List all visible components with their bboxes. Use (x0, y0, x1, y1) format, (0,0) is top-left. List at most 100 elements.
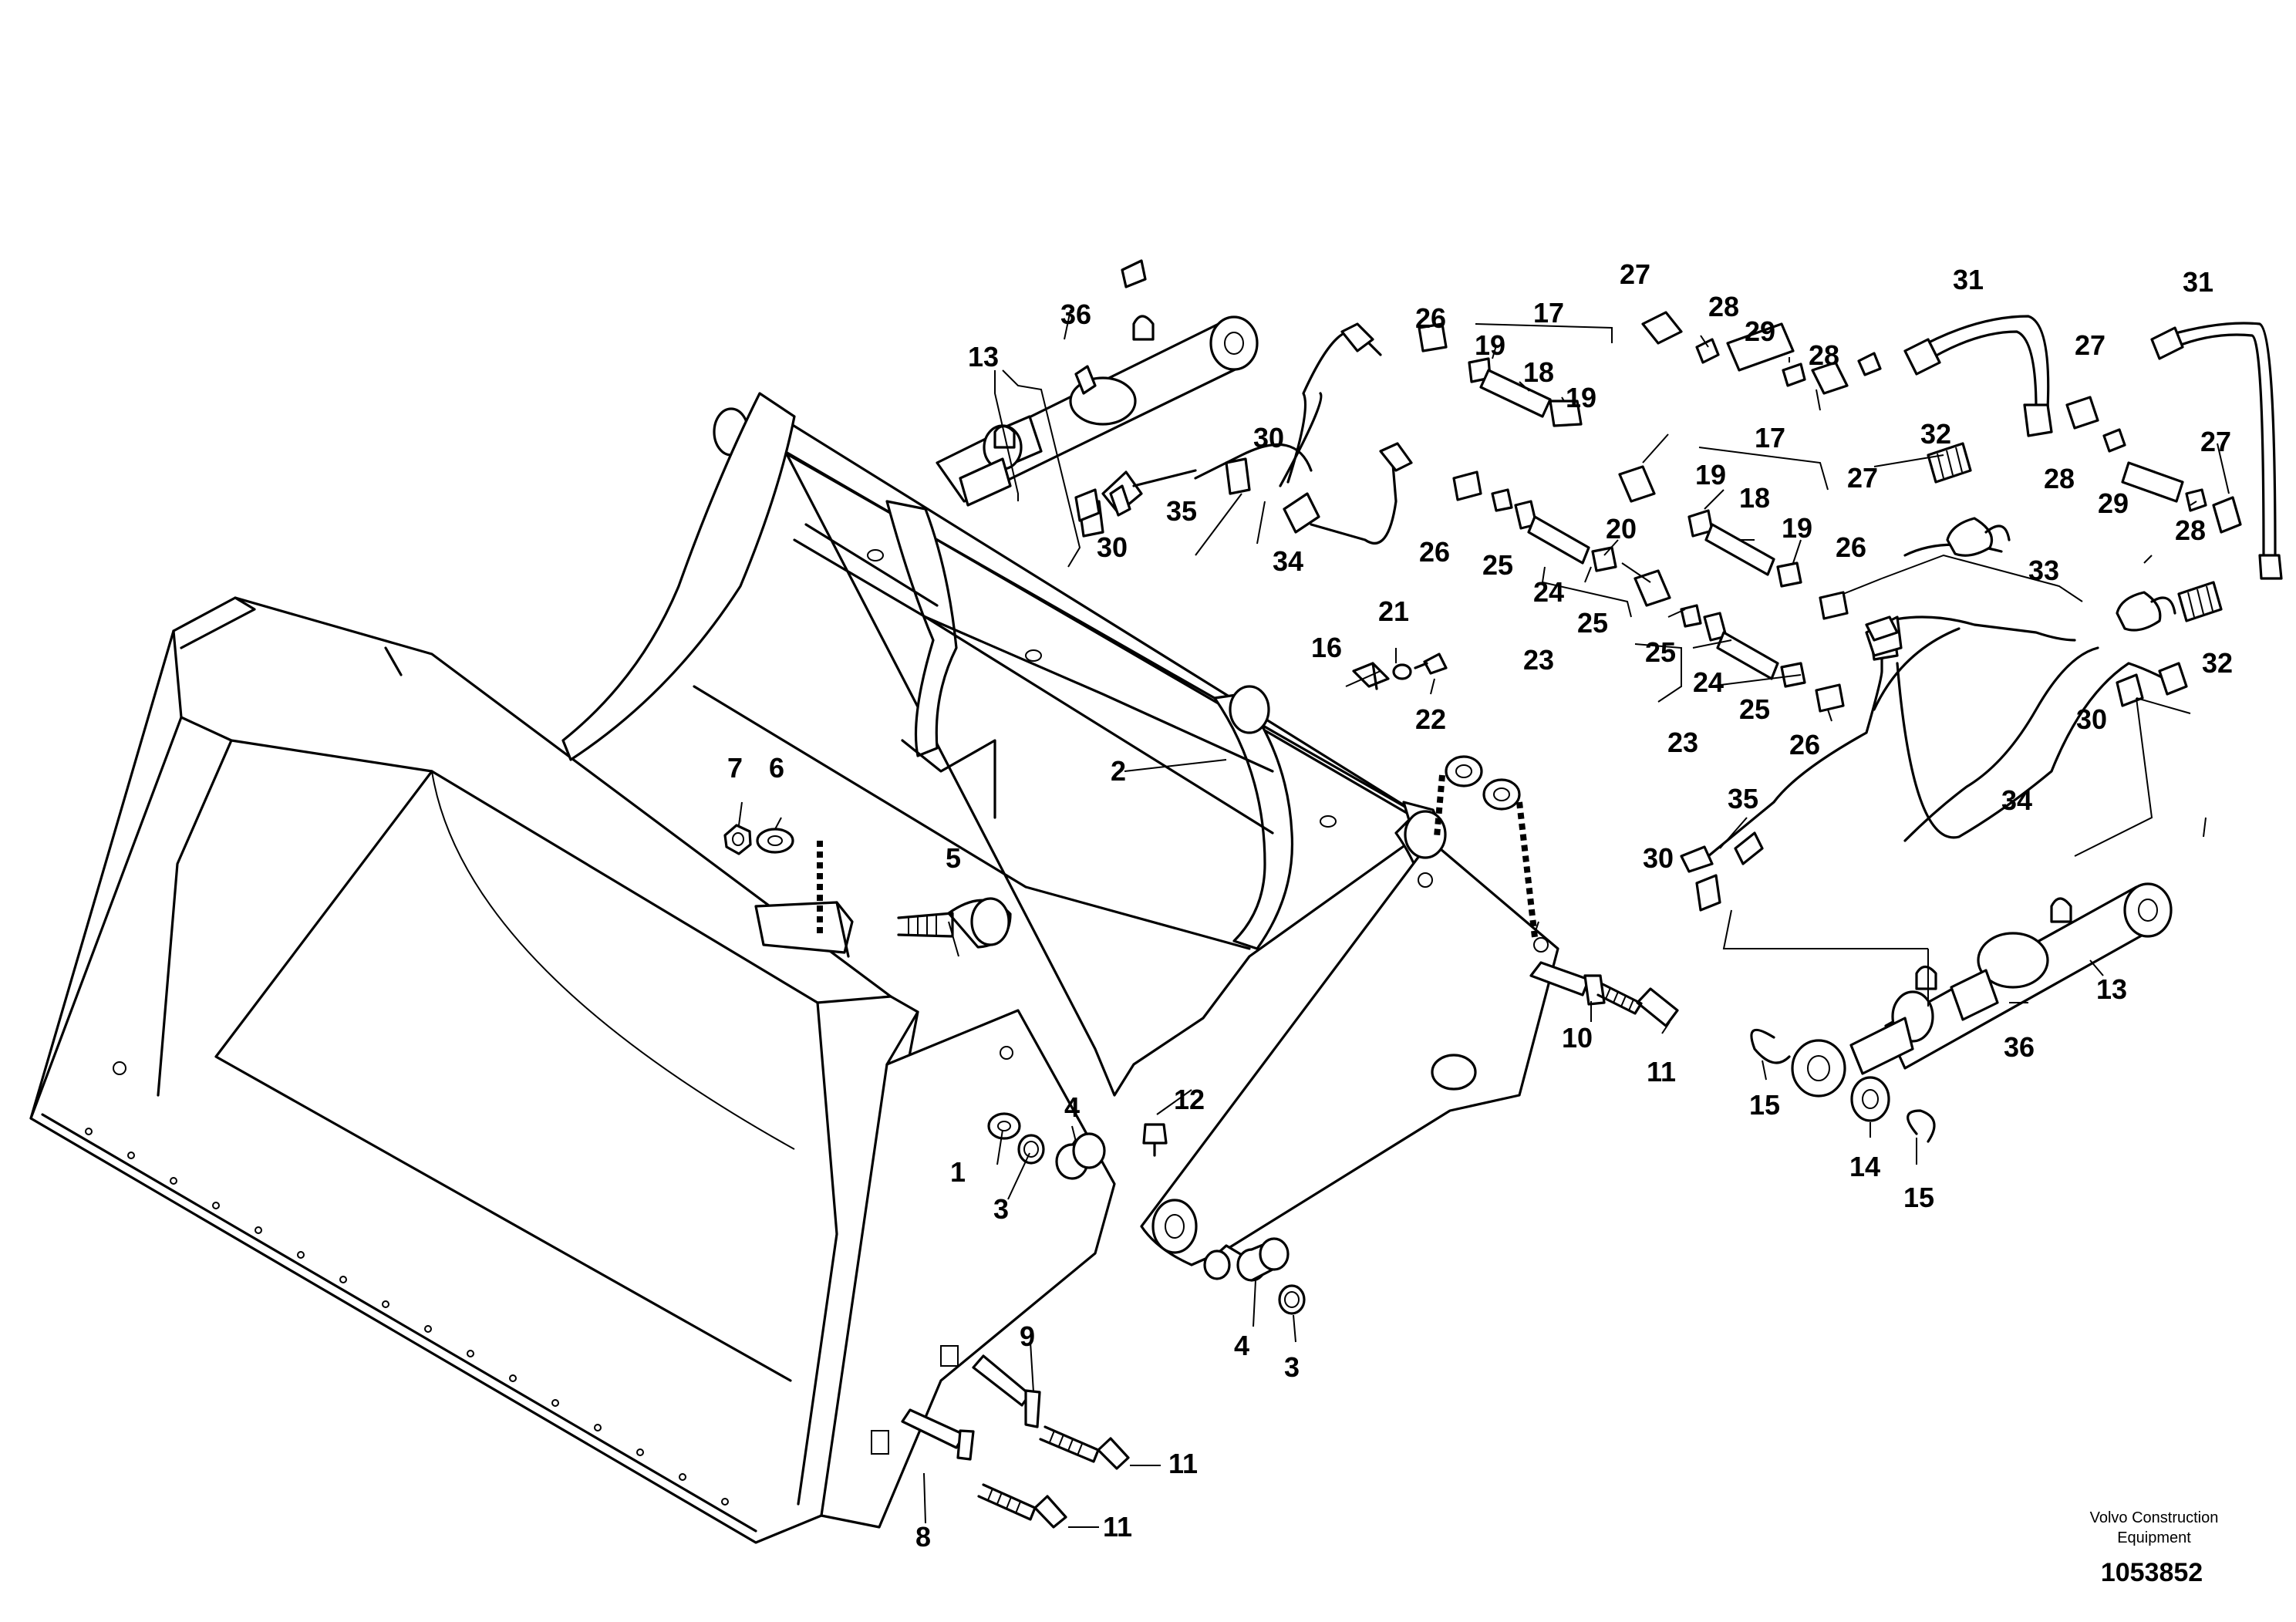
callout-28d: 28 (2175, 514, 2206, 546)
elbow-27a (1641, 311, 1683, 345)
elbow-27b (1811, 361, 1849, 395)
callout-24a: 24 (1533, 576, 1564, 608)
callout-21: 21 (1378, 595, 1409, 627)
cutting-edge-bolts (85, 1128, 729, 1506)
fitting-29b (2121, 461, 2184, 503)
callout-3b: 3 (1284, 1351, 1300, 1383)
callout-28c: 28 (2044, 463, 2075, 494)
callout-4a: 4 (1064, 1091, 1080, 1123)
cylinder-right (1750, 882, 2173, 1143)
cap-33b (2116, 591, 2176, 632)
callout-19a: 19 (1475, 329, 1505, 361)
cap-33a (1946, 517, 2011, 557)
coupling-32b (2177, 581, 2223, 622)
callout-3a: 3 (993, 1193, 1009, 1225)
bolt-11b (1039, 1425, 1130, 1470)
adapter-26b (1452, 470, 1482, 501)
elbow-30a (1074, 488, 1101, 522)
callout-30d: 30 (2076, 703, 2107, 735)
callout-12: 12 (1174, 1084, 1205, 1115)
callout-11a: 11 (1647, 1056, 1676, 1088)
tube-24b (1716, 631, 1779, 680)
adapter-19d (1776, 561, 1802, 588)
callout-18b: 18 (1739, 482, 1770, 514)
bushing-4b (1203, 1244, 1247, 1280)
tube-18a (1479, 369, 1552, 418)
callout-19b: 19 (1566, 382, 1596, 413)
callout-labels: 1 2 3 3 4 4 5 6 7 8 9 10 11 11 11 12 13 … (727, 258, 2233, 1553)
callout-22: 22 (1415, 703, 1446, 735)
callout-35b: 35 (1728, 783, 1758, 814)
fitting-29a (1726, 322, 1795, 372)
callout-13a: 13 (968, 341, 999, 373)
hoses (1078, 315, 2283, 873)
nut-7 (723, 824, 752, 855)
callout-33: 33 (2028, 555, 2059, 586)
washer-6 (756, 828, 794, 854)
cylinder-left (936, 315, 1259, 507)
leader-lines (738, 309, 2230, 1528)
callout-17a: 17 (1533, 297, 1564, 329)
bushing-14 (1850, 1076, 1890, 1122)
callout-26b: 26 (1419, 536, 1450, 568)
callout-29a: 29 (1745, 315, 1775, 347)
callout-19c: 19 (1695, 459, 1726, 491)
tube-18b (1704, 523, 1775, 576)
callout-36b: 36 (2004, 1031, 2035, 1063)
adapter-19b (1549, 400, 1583, 427)
ring-15a (1750, 1028, 1791, 1064)
callout-32a: 32 (1920, 418, 1951, 450)
adapter-26d (1815, 683, 1845, 713)
callout-10: 10 (1562, 1022, 1593, 1054)
callout-15a: 15 (1749, 1089, 1780, 1121)
publisher-line-1: Volvo Construction (2090, 1509, 2219, 1526)
elbow-27d (2212, 496, 2242, 534)
adapter-28a (1695, 338, 1720, 364)
publisher-line-2: Equipment (2117, 1529, 2191, 1546)
callout-25c: 25 (1645, 636, 1676, 668)
callout-27c: 27 (2075, 329, 2106, 361)
adapter-25d (1780, 662, 1806, 688)
adapter-25b (1591, 546, 1617, 572)
ring-15b (1907, 1109, 1936, 1143)
washer-21 (1392, 663, 1412, 680)
adapter-25c (1680, 604, 1702, 628)
adapter-25a (1491, 488, 1513, 512)
callout-28a: 28 (1708, 291, 1739, 322)
callout-34a: 34 (1273, 545, 1303, 577)
tube-24a (1527, 515, 1590, 565)
washer-1 (987, 1112, 1021, 1140)
callout-14: 14 (1849, 1151, 1880, 1182)
callout-24b: 24 (1693, 666, 1724, 698)
drawing-number: 1053852 (2101, 1558, 2203, 1587)
bushing-4c (1236, 1237, 1290, 1282)
callout-30a: 30 (1097, 531, 1128, 563)
callout-25d: 25 (1739, 693, 1770, 725)
callout-18a: 18 (1523, 356, 1554, 388)
callout-11b: 11 (1168, 1448, 1198, 1479)
drawing-footer: Volvo Construction Equipment 1053852 (2090, 1509, 2219, 1587)
tee-20a (1618, 465, 1656, 503)
hydraulic-fittings (1074, 259, 2242, 912)
callout-19d: 19 (1782, 512, 1812, 544)
callout-5: 5 (946, 842, 961, 874)
elbow-30d (2116, 673, 2144, 707)
callout-26d: 26 (1789, 729, 1820, 760)
coupling-32a (1927, 442, 1972, 484)
bolt-11a (1596, 983, 1679, 1027)
callout-26c: 26 (1836, 531, 1866, 563)
callout-31b: 31 (2183, 266, 2213, 298)
callout-35a: 35 (1166, 495, 1197, 527)
callout-25a: 25 (1482, 549, 1513, 581)
bolt-11c (977, 1483, 1067, 1529)
callout-25b: 25 (1577, 607, 1608, 639)
elbow-27c (2065, 396, 2099, 430)
callout-28b: 28 (1809, 339, 1839, 371)
callout-31a: 31 (1953, 264, 1984, 295)
bolt-22 (1414, 653, 1448, 675)
callout-8: 8 (915, 1521, 931, 1553)
callout-6: 6 (769, 752, 784, 784)
callout-36a: 36 (1060, 298, 1091, 330)
adapter-28b (1782, 363, 1806, 387)
